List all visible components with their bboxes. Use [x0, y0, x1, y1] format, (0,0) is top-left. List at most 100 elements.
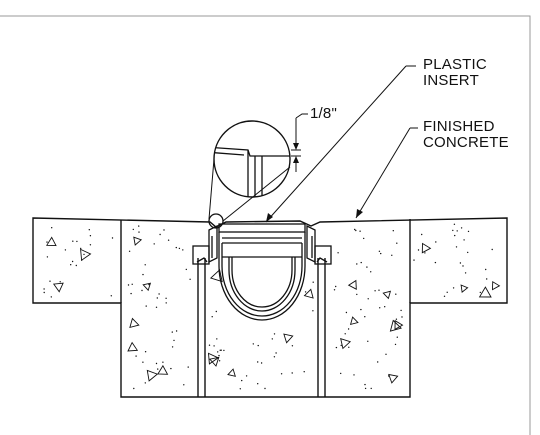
aggregate-dot: [312, 310, 314, 312]
aggregate-triangle: [283, 333, 294, 344]
aggregate-dot: [175, 330, 178, 332]
aggregate-triangle: [209, 269, 223, 283]
aggregate-triangle: [421, 242, 432, 254]
aggregate-triangle: [394, 319, 404, 331]
aggregate-dot: [175, 246, 177, 249]
aggregate-dot: [142, 273, 144, 276]
dim-arrow-bottom: [293, 156, 299, 163]
aggregate-dot: [171, 346, 174, 348]
plastic-insert: [218, 223, 306, 321]
aggregate-dot: [385, 353, 387, 355]
aggregate-dot: [424, 252, 426, 254]
aggregate-dot: [138, 231, 140, 233]
aggregate-dot: [462, 265, 464, 267]
aggregate-dot: [138, 225, 140, 227]
aggregate-dot: [340, 372, 342, 375]
aggregate-dot: [456, 230, 458, 232]
aggregate-dot: [80, 247, 82, 250]
aggregate-dot: [333, 289, 336, 291]
aggregate-dot: [245, 375, 248, 377]
aggregate-triangle: [146, 369, 159, 382]
aggregate-dot: [392, 230, 394, 232]
aggregate-dot: [356, 293, 358, 296]
aggregate-dot: [215, 310, 217, 313]
aggregate-dot: [345, 311, 348, 314]
aggregate-dot: [43, 288, 45, 290]
aggregate-dot: [132, 228, 134, 231]
aggregate-dot: [453, 223, 456, 225]
aggregate-dot: [189, 278, 191, 280]
aggregate-triangle: [80, 248, 92, 262]
aggregate-dot: [111, 237, 114, 239]
aggregate-dot: [485, 268, 487, 271]
aggregate-dot: [417, 249, 420, 251]
aggregate-dot: [491, 248, 493, 251]
aggregate-dot: [391, 254, 393, 256]
aggregate-dot: [218, 354, 220, 357]
aggregate-dot: [145, 305, 147, 307]
aggregate-dot: [421, 233, 423, 236]
aggregate-dot: [356, 263, 358, 265]
aggregate-dot: [141, 289, 143, 292]
aggregate-dot: [260, 362, 263, 364]
aggregate-dot: [75, 264, 78, 267]
aggregate-triangle: [127, 341, 139, 352]
aggregate-triangle: [349, 316, 359, 326]
aggregate-triangle: [478, 286, 492, 298]
aggregate-dot: [463, 239, 465, 241]
label-plastic-insert-line1: PLASTIC: [423, 56, 487, 73]
label-finished-concrete-line1: FINISHED: [423, 118, 495, 135]
aggregate-dot: [211, 316, 213, 318]
aggregate-dot: [400, 309, 402, 312]
aggregate-dot: [165, 297, 167, 299]
aggregate-dot: [155, 306, 158, 308]
aggregate-dot: [178, 247, 181, 250]
aggregate-dot: [131, 283, 133, 285]
aggregate-dot: [384, 306, 386, 308]
aggregate-dot: [185, 268, 187, 271]
aggregate-dot: [367, 340, 369, 342]
aggregate-dot: [396, 336, 398, 338]
aggregate-dot: [454, 234, 456, 237]
aggregate-triangle: [157, 364, 169, 375]
aggregate-dot: [144, 351, 147, 353]
aggregate-dot: [291, 372, 293, 374]
aggregate-dot: [370, 387, 372, 390]
aggregate-dot: [264, 387, 266, 390]
aggregate-dot: [162, 361, 164, 363]
aggregate-dot: [374, 290, 376, 292]
aggregate-dot: [337, 252, 339, 254]
aggregate-triangle: [460, 284, 469, 293]
aggregate-dot: [148, 283, 150, 286]
aggregate-dot: [366, 266, 368, 268]
aggregate-dot: [83, 253, 85, 256]
label-plastic-insert: PLASTIC INSERT: [423, 57, 487, 89]
aggregate-dot: [110, 295, 113, 297]
aggregate-triangle: [46, 236, 57, 247]
aggregate-dot: [446, 291, 448, 293]
aggregate-dot: [395, 293, 397, 295]
aggregate-dot: [464, 272, 467, 274]
aggregate-triangle: [389, 319, 402, 332]
aggregate-dot: [435, 241, 437, 243]
aggregate-triangle: [227, 368, 236, 377]
aggregate-triangle: [142, 282, 152, 292]
aggregate-dot: [452, 287, 455, 289]
aggregate-dot: [159, 233, 161, 236]
aggregate-dot: [335, 346, 338, 349]
aggregate-dot: [51, 227, 53, 229]
aggregate-dot: [347, 328, 350, 330]
label-plastic-insert-line2: INSERT: [423, 72, 479, 89]
aggregate-dot: [344, 333, 346, 335]
aggregate-dot: [167, 239, 170, 241]
aggregate-dot: [71, 260, 74, 263]
aggregate-dot: [378, 289, 380, 291]
aggregate-dot: [218, 360, 221, 362]
aggregate-triangle: [492, 281, 501, 291]
aggregate-dot: [413, 259, 415, 261]
aggregate-dot: [378, 250, 381, 252]
aggregate-dot: [443, 295, 446, 297]
aggregate-dot: [364, 383, 366, 386]
aggregate-dot: [46, 256, 49, 258]
